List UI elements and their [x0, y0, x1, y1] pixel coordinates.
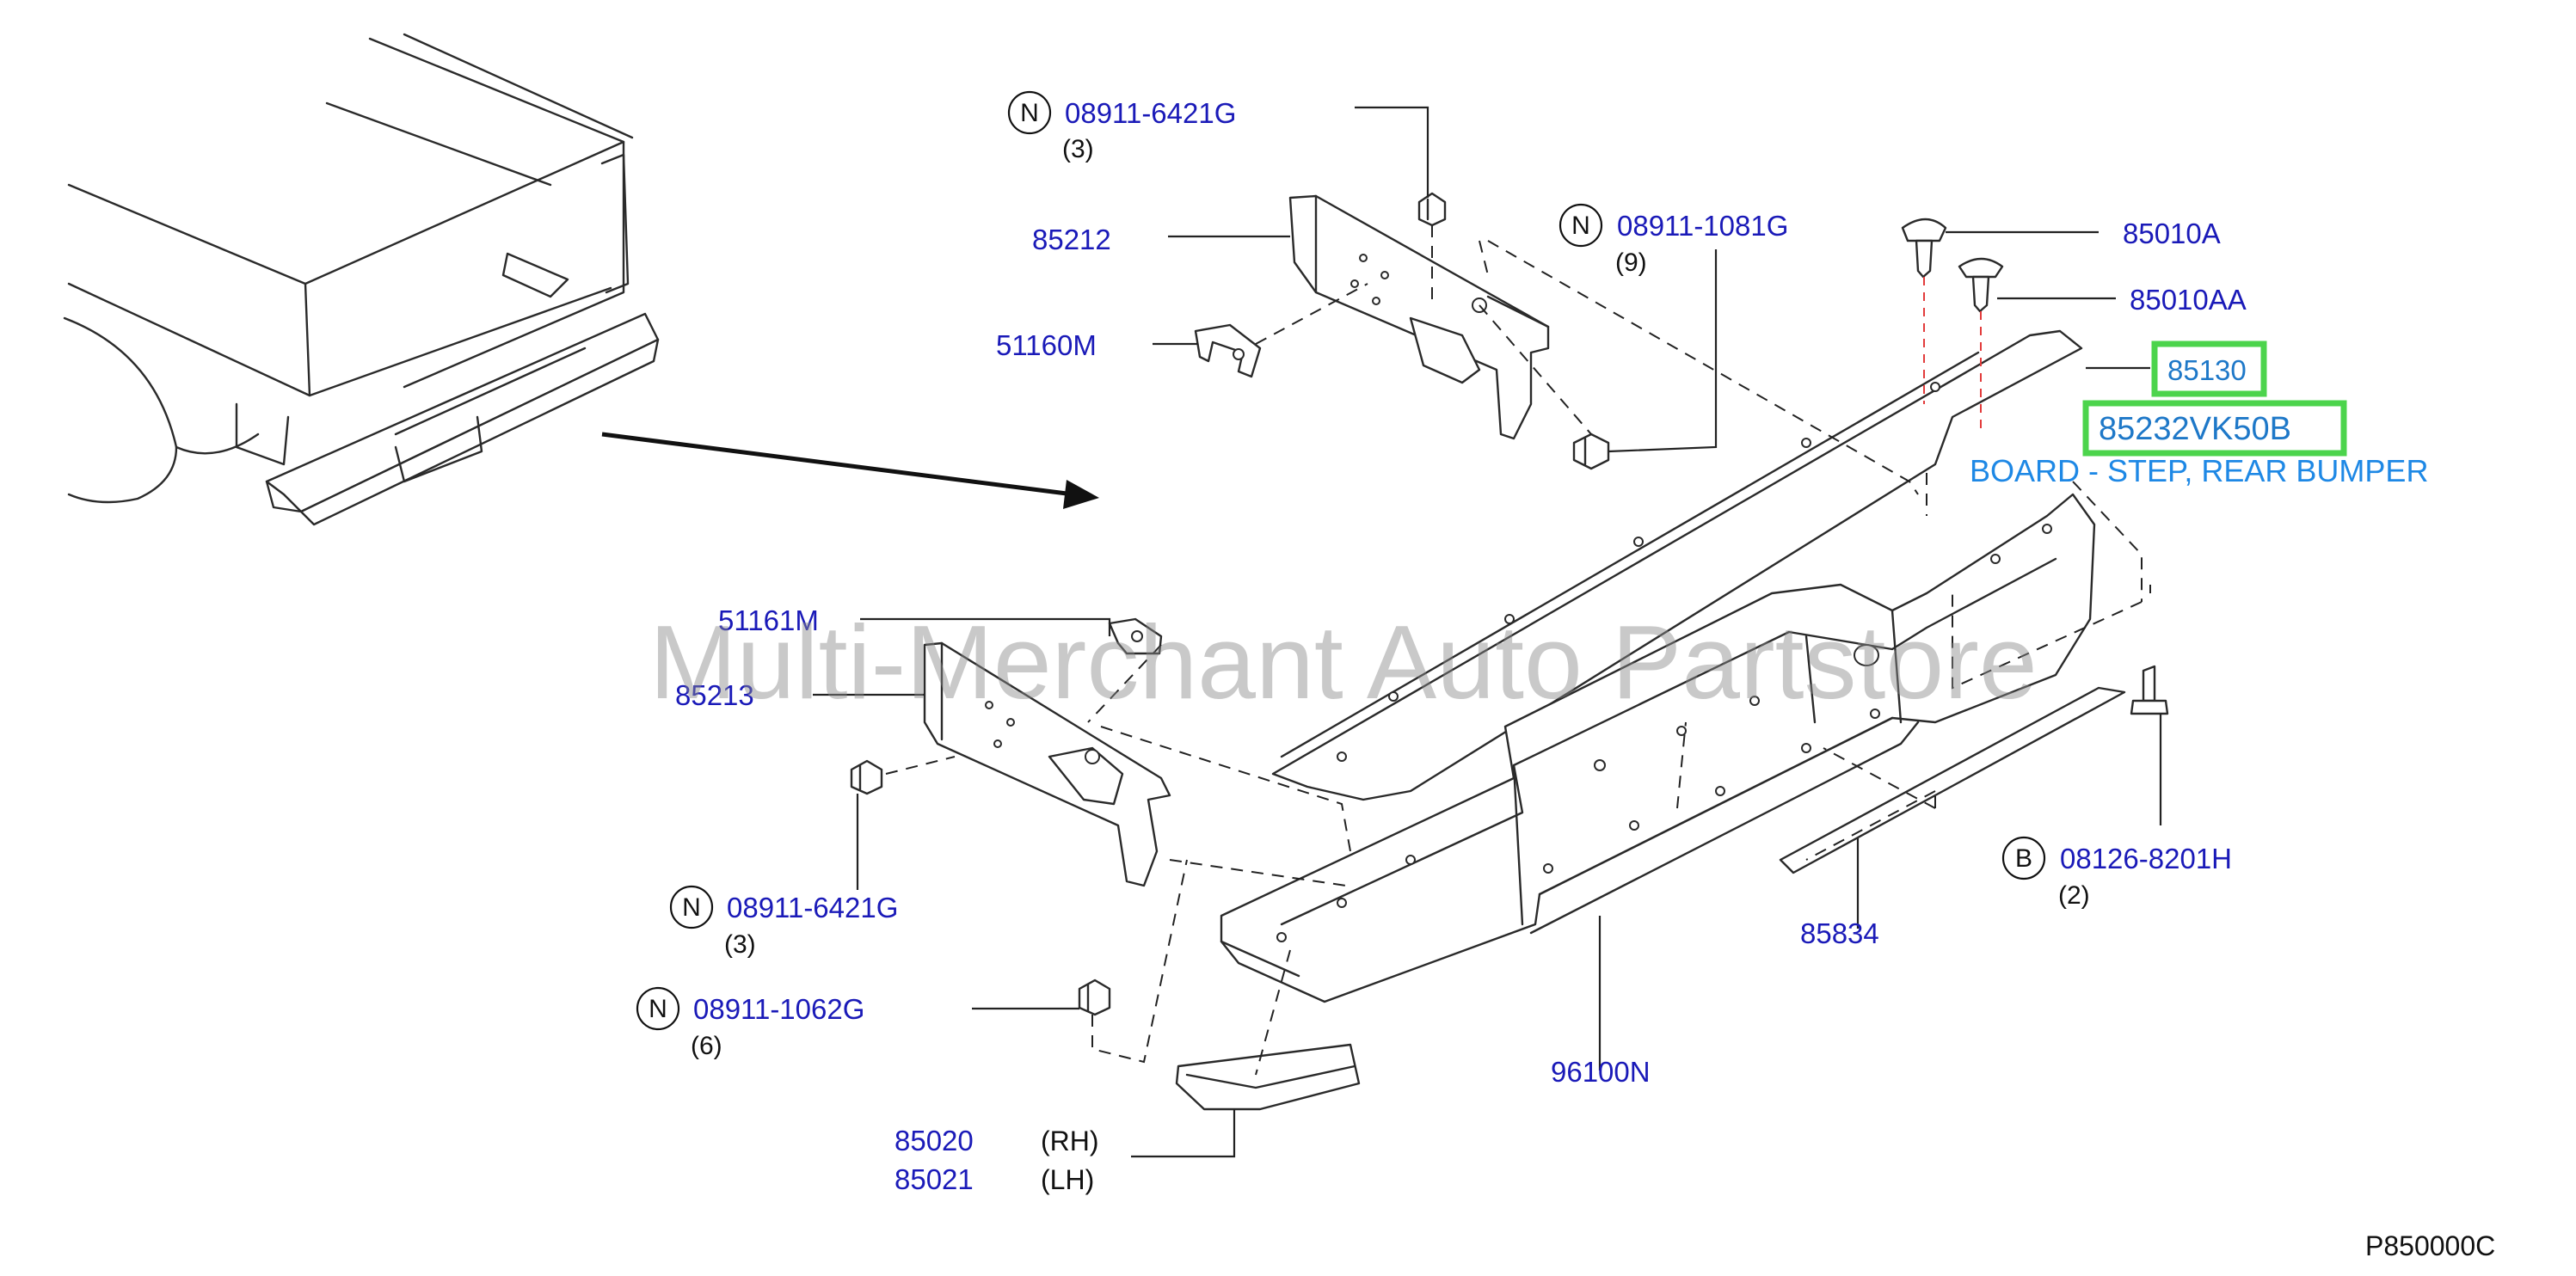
part-quantity: (6) — [691, 1032, 722, 1060]
bracket-85213-drawing — [923, 641, 1171, 887]
nut-symbol-icon — [1007, 90, 1052, 135]
part-number-85021[interactable]: 85021 — [895, 1163, 974, 1195]
callout-end-cap[interactable]: 85020 (RH) 85021 (LH) — [895, 1125, 1099, 1195]
bolt-symbol-icon — [2001, 836, 2046, 880]
watermark-text: Multi-Merchant Auto Partstore — [649, 604, 2038, 721]
guide-lines — [885, 225, 2151, 1076]
direction-arrow — [601, 432, 1099, 509]
part-quantity: (9) — [1615, 248, 1647, 277]
part-number[interactable]: 08911-1062G — [693, 993, 864, 1025]
leader-lines — [813, 106, 2162, 1158]
part-number[interactable]: 08911-6421G — [727, 892, 898, 923]
part-quantity: (2) — [2058, 881, 2090, 910]
part-number-51160m[interactable]: 51160M — [996, 329, 1097, 361]
part-number-85020[interactable]: 85020 — [895, 1125, 974, 1156]
callout-step-board[interactable]: 85130 — [2151, 340, 2267, 397]
part-quantity: (3) — [724, 930, 756, 959]
part-description: BOARD - STEP, REAR BUMPER — [1970, 453, 2428, 488]
nut-symbol-icon — [636, 986, 680, 1031]
callout-nut-mid[interactable]: N 08911-1081G (9) — [1559, 203, 1788, 277]
callout-symbol: N — [1571, 212, 1590, 240]
part-number-85834[interactable]: 85834 — [1800, 917, 1879, 949]
callout-nut-lower[interactable]: N 08911-6421G (3) — [669, 885, 898, 959]
callout-symbol: N — [1020, 99, 1039, 127]
side-label-rh: (RH) — [1041, 1126, 1099, 1156]
part-number-85010a[interactable]: 85010A — [2123, 218, 2221, 249]
part-number-85232vk50b[interactable]: 85232VK50B — [2099, 411, 2291, 447]
nut-mid-drawing — [1572, 432, 1610, 470]
stud-51161m-drawing — [1108, 617, 1163, 655]
truck-rear-illustration — [63, 33, 660, 526]
callout-highlighted-part[interactable]: 85232VK50B — [2082, 400, 2347, 457]
callout-nut-upper[interactable]: N 08911-6421G (3) — [1007, 90, 1236, 163]
nut-symbol-icon — [669, 885, 714, 929]
bracket-85212-drawing — [1288, 194, 1550, 440]
nut-upper-drawing — [1417, 192, 1447, 227]
clip-85010a-drawing — [1901, 218, 1947, 279]
nut-lower-drawing — [850, 759, 883, 795]
stud-51160m-drawing — [1194, 323, 1262, 378]
part-number-85130[interactable]: 85130 — [2167, 354, 2247, 386]
callout-symbol: N — [649, 995, 667, 1023]
trim-strip-drawing — [1779, 686, 2126, 874]
end-cap-drawing — [1175, 1043, 1361, 1111]
nut-side-drawing — [1078, 978, 1111, 1016]
diagram-code: P850000C — [2365, 1230, 2495, 1261]
part-number-85212[interactable]: 85212 — [1032, 224, 1111, 255]
step-board-drawing — [1271, 329, 2083, 801]
nut-symbol-icon — [1559, 203, 1603, 248]
bumper-drawing — [1220, 493, 2096, 1003]
part-number[interactable]: 08126-8201H — [2060, 843, 2232, 874]
part-number-85213[interactable]: 85213 — [675, 679, 754, 711]
clip-85010aa-drawing — [1958, 257, 2004, 313]
bolt-drawing — [2130, 665, 2169, 715]
callout-bolt[interactable]: B 08126-8201H (2) — [2001, 836, 2232, 910]
part-number-51161m[interactable]: 51161M — [718, 604, 819, 636]
part-number-85010aa[interactable]: 85010AA — [2130, 284, 2247, 316]
part-number-96100n[interactable]: 96100N — [1551, 1056, 1651, 1088]
side-label-lh: (LH) — [1041, 1164, 1094, 1195]
highlight-box — [2151, 340, 2267, 397]
callout-nut-side[interactable]: N 08911-1062G (6) — [636, 986, 864, 1060]
highlight-box — [2082, 400, 2347, 457]
callout-symbol: B — [2015, 844, 2032, 873]
part-quantity: (3) — [1062, 135, 1094, 163]
part-number[interactable]: 08911-6421G — [1065, 97, 1236, 129]
callout-symbol: N — [682, 893, 701, 922]
part-number[interactable]: 08911-1081G — [1617, 210, 1788, 242]
